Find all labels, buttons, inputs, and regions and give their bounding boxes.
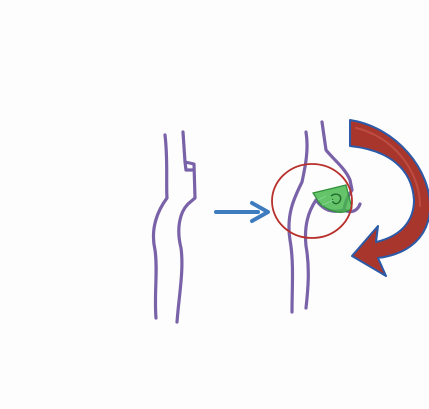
right-vessel-inner-wall (305, 122, 352, 308)
arrow-right-icon (216, 203, 268, 221)
left-vessel (153, 132, 195, 322)
graft-patch (313, 185, 352, 212)
right-vessel (289, 122, 360, 312)
left-vessel-outer-wall (153, 135, 167, 318)
left-vessel-inner-wall (177, 132, 195, 322)
right-vessel-outer-wall (289, 132, 307, 312)
curved-arrow-clockwise-icon (350, 120, 429, 276)
